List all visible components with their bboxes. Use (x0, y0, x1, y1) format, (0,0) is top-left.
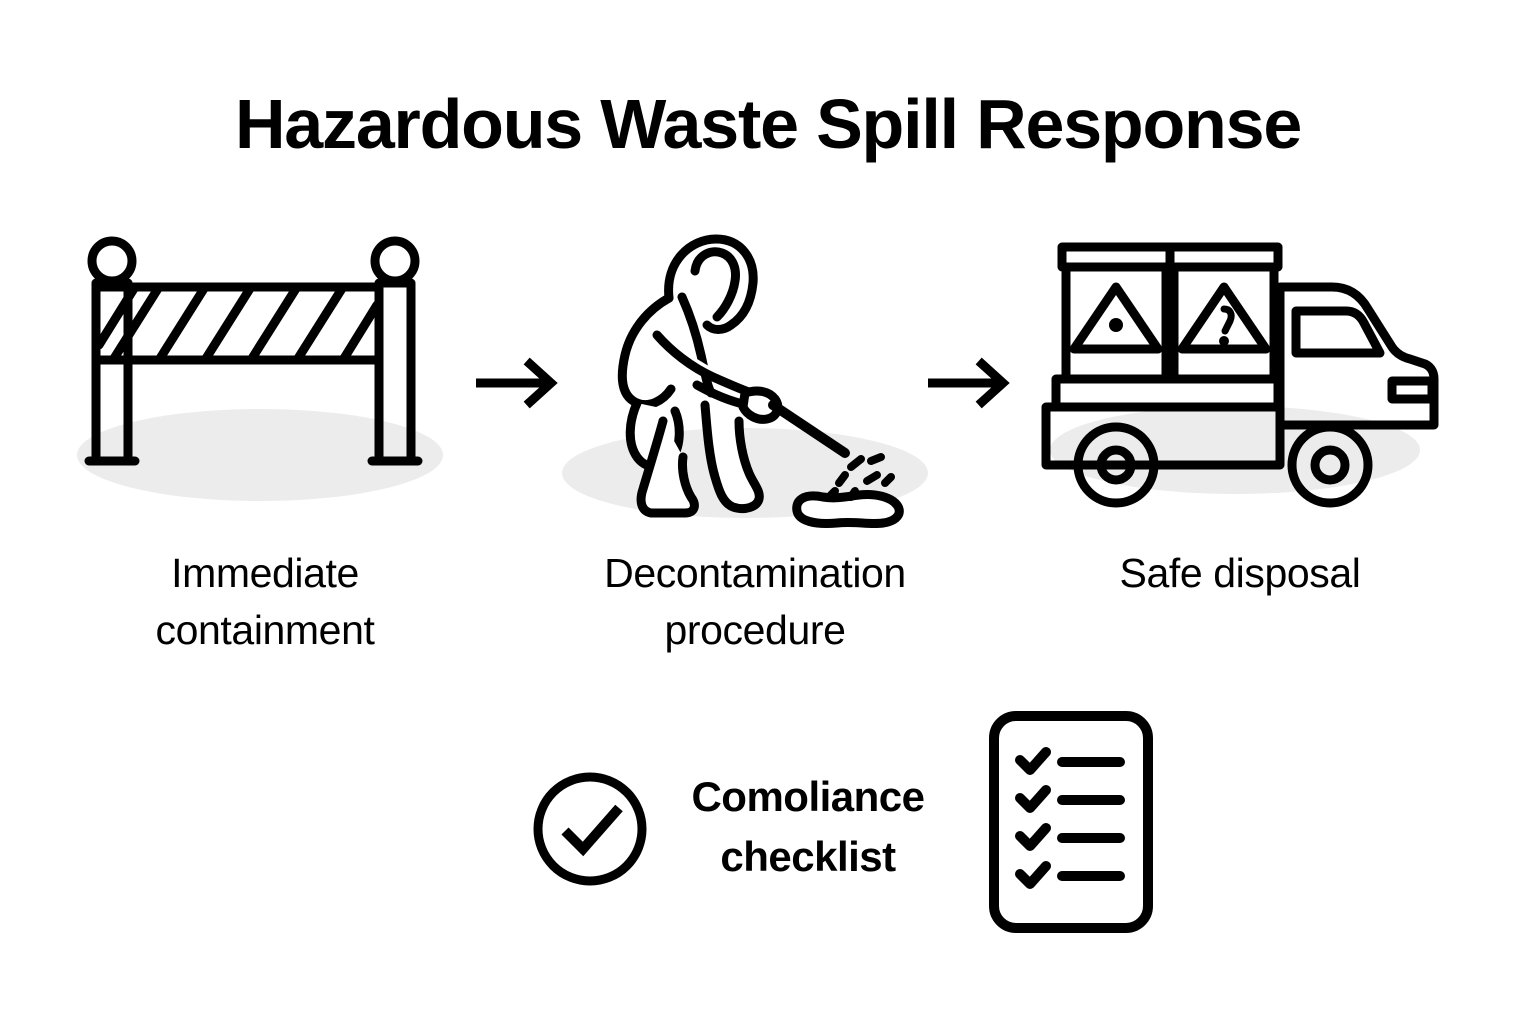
step-immediate-containment: Immediate containment (55, 225, 475, 685)
barrier-icon (55, 225, 475, 530)
step-label-line-1: Safe disposal (1119, 550, 1361, 596)
page-title: Hazardous Waste Spill Response (234, 85, 1302, 163)
check-circle-icon (531, 770, 649, 888)
hazmat-worker-spraying-icon (545, 225, 965, 530)
step-label-line-1: Immediate (171, 550, 359, 596)
step-label-decontamination-procedure: Decontamination procedure (545, 545, 965, 658)
step-label-line-1: Decontamination (604, 550, 906, 596)
arrow-step1-to-step2 (476, 355, 566, 411)
compliance-section: Comoliance checklist (520, 700, 1180, 950)
hazmat-truck-icon (1030, 225, 1450, 530)
step-label-immediate-containment: Immediate containment (55, 545, 475, 658)
compliance-label: Comoliance checklist (658, 767, 958, 887)
checklist-document-icon (988, 710, 1154, 934)
step-label-line-2: containment (155, 606, 375, 653)
step-label-safe-disposal: Safe disposal (1030, 545, 1450, 602)
process-steps-row: Immediate containment (0, 225, 1536, 685)
arrow-step2-to-step3 (928, 355, 1018, 411)
compliance-label-line-1: Comoliance (691, 773, 925, 820)
step-label-line-2: procedure (664, 606, 846, 653)
step-decontamination-procedure: Decontamination procedure (545, 225, 965, 685)
step-safe-disposal: Safe disposal (1030, 225, 1450, 685)
compliance-label-line-2: checklist (720, 833, 896, 881)
